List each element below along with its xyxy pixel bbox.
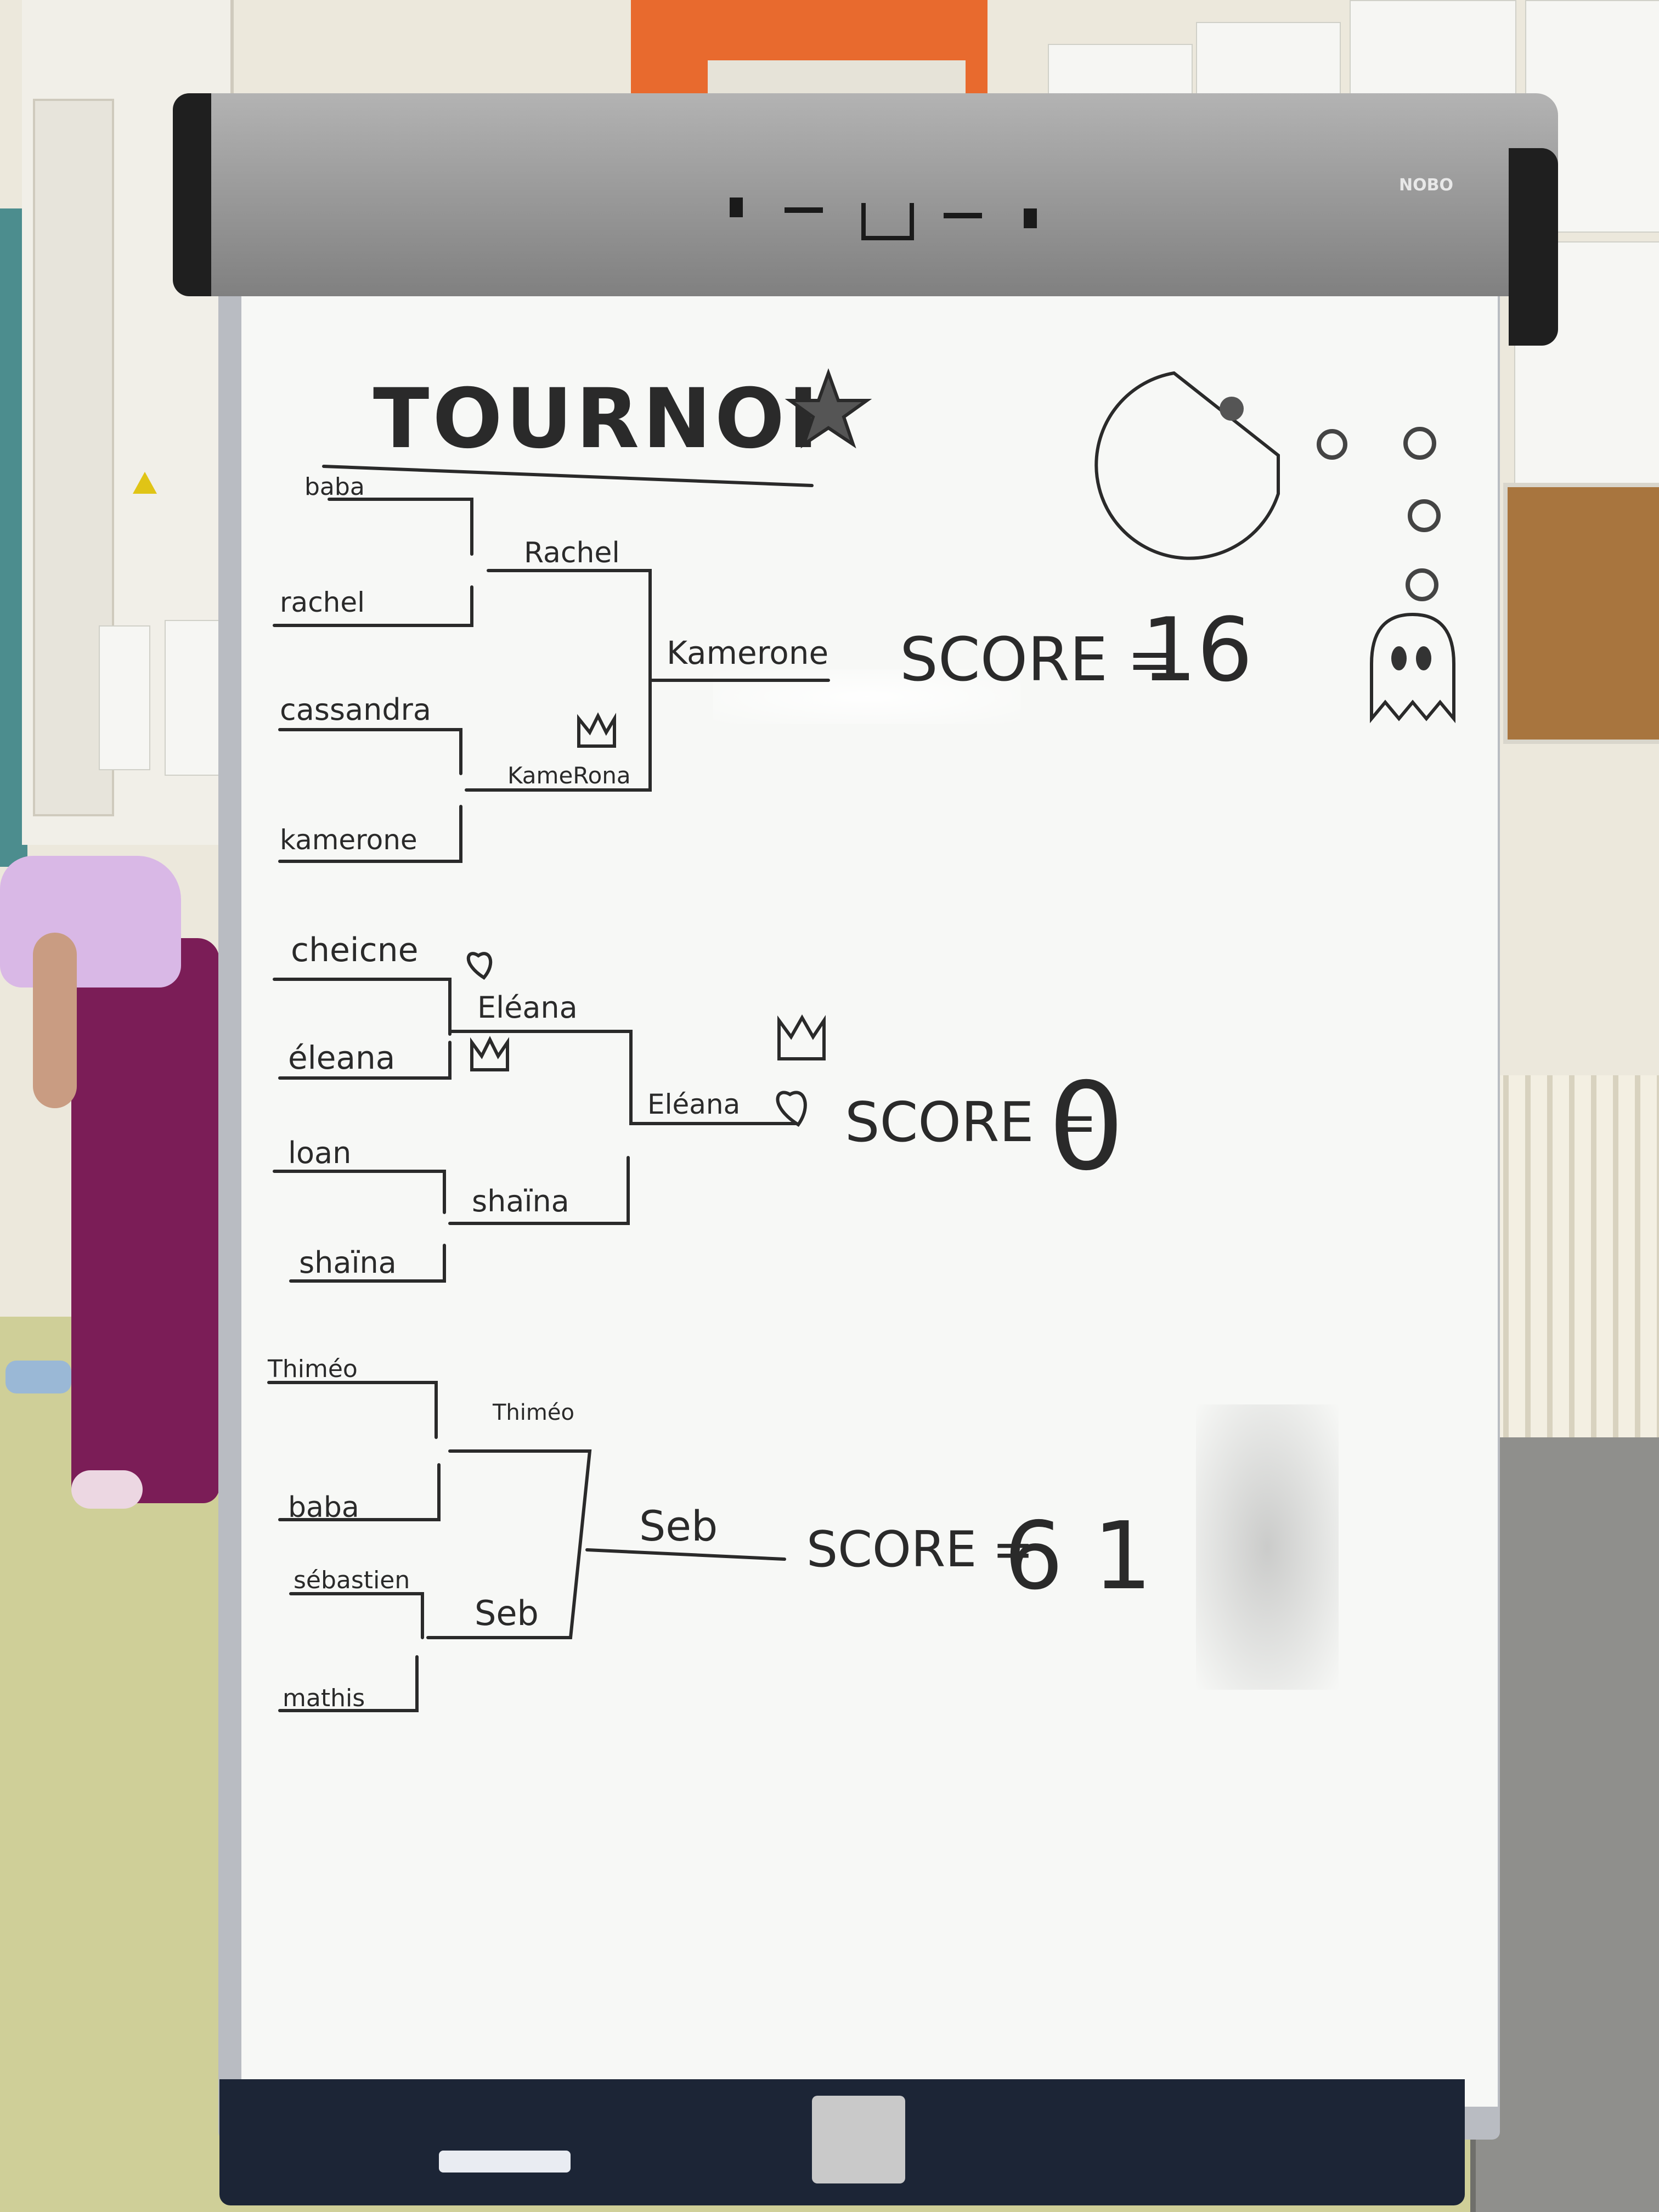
- player-name: baba: [304, 473, 365, 501]
- header-slot: [785, 207, 823, 213]
- header-slot: [1024, 208, 1037, 228]
- bracket-line: [273, 978, 452, 1036]
- semifinal-name: Rachel: [524, 537, 620, 569]
- finalist-name: Seb: [639, 1502, 718, 1550]
- warning-sign-icon: [133, 472, 157, 494]
- bracket-3: Thiméo baba sébastien mathis Thiméo Seb …: [267, 1355, 1152, 1712]
- bracket-line: [289, 1244, 446, 1283]
- light-reflection: [713, 669, 1020, 724]
- finalist-name: Eléana: [647, 1088, 740, 1120]
- wall-notice: [99, 625, 150, 770]
- ghost-eye: [1416, 646, 1431, 670]
- player-name: cheicne: [291, 931, 419, 969]
- player-name: loan: [288, 1136, 351, 1170]
- brand-logo: NOBO: [1399, 176, 1453, 195]
- ghost-icon: [1370, 612, 1455, 724]
- bracket-line: [273, 1170, 446, 1214]
- player-name: sébastien: [294, 1566, 410, 1594]
- pacman-icon: [1094, 371, 1280, 560]
- bracket-line: [585, 1548, 786, 1561]
- player-name: rachel: [280, 586, 365, 618]
- header-end-cap-right: [1509, 148, 1558, 346]
- score-label: SCORE =: [900, 624, 1177, 695]
- bracket-line: [465, 569, 652, 792]
- player-name: shaïna: [299, 1245, 397, 1280]
- semifinal-name: KameRona: [507, 762, 631, 789]
- bracket-line: [278, 805, 462, 863]
- water-bottle: [5, 1361, 71, 1393]
- pellet-icon: [1403, 427, 1436, 460]
- score-value: 16: [1141, 599, 1253, 701]
- header-slot: [944, 213, 982, 218]
- semifinal-name: Thiméo: [492, 1400, 574, 1425]
- person-top: [0, 856, 181, 988]
- semifinal-name: shaïna: [472, 1184, 569, 1218]
- bracket-line: [278, 1041, 452, 1080]
- crown-icon: [577, 712, 616, 748]
- heart-icon: [776, 1091, 807, 1127]
- score-value: 0: [1048, 1057, 1125, 1197]
- person-arm: [33, 933, 77, 1108]
- heart-icon: [466, 952, 493, 980]
- whiteboard: [241, 296, 1498, 2107]
- ghost-eye: [1391, 646, 1407, 670]
- score-label: SCORE =: [806, 1521, 1034, 1578]
- player-name: éleana: [288, 1039, 395, 1076]
- bracket-2: cheicne éleana loan shaïna Eléana shaïna…: [273, 931, 1125, 1283]
- wall-notice: [165, 620, 222, 776]
- score-label: SCORE =: [845, 1090, 1097, 1154]
- bracket-line: [426, 1449, 592, 1639]
- tournament-title: TOURNOI: [373, 371, 822, 467]
- bracket-line: [289, 1592, 424, 1639]
- semifinal-name: Seb: [475, 1593, 539, 1633]
- bracket-line: [328, 498, 473, 556]
- eraser-smudge: [1196, 1404, 1339, 1690]
- pellet-icon: [1406, 568, 1438, 601]
- player-name: Thiméo: [267, 1355, 358, 1383]
- person-shoe: [71, 1470, 143, 1509]
- marker: [439, 2151, 571, 2172]
- corkboard: [1503, 483, 1659, 744]
- pellet-icon: [1408, 499, 1441, 532]
- bracket-line: [448, 1156, 630, 1225]
- player-name: kamerone: [280, 824, 417, 856]
- bracket-line: [278, 728, 462, 775]
- bracket-line: [278, 1655, 419, 1712]
- header-slot: [730, 198, 743, 217]
- person-skirt: [71, 938, 219, 1503]
- score-value: 6 1: [1004, 1502, 1152, 1611]
- bracket-1: baba rachel cassandra kamerone Rachel Ka…: [273, 473, 1253, 863]
- crown-icon: [777, 1014, 826, 1060]
- bracket-line: [278, 1463, 441, 1521]
- finalist-name: Kamerone: [667, 634, 828, 672]
- star-icon: [785, 368, 872, 449]
- semifinal-name: Eléana: [477, 990, 578, 1025]
- crown-icon: [470, 1036, 509, 1071]
- header-clamp: [861, 203, 914, 240]
- flipchart-header-bar: [176, 93, 1558, 296]
- pellet-icon: [1317, 429, 1347, 460]
- header-end-cap-left: [173, 93, 211, 296]
- bracket-line: [273, 585, 473, 627]
- bracket-line: [267, 1381, 438, 1439]
- pacman-eye: [1220, 397, 1244, 421]
- title-underline: [322, 465, 814, 487]
- player-name: cassandra: [280, 692, 431, 727]
- player-name: mathis: [283, 1684, 365, 1712]
- bracket-line: [448, 1030, 797, 1125]
- tray-clip: [812, 2096, 905, 2183]
